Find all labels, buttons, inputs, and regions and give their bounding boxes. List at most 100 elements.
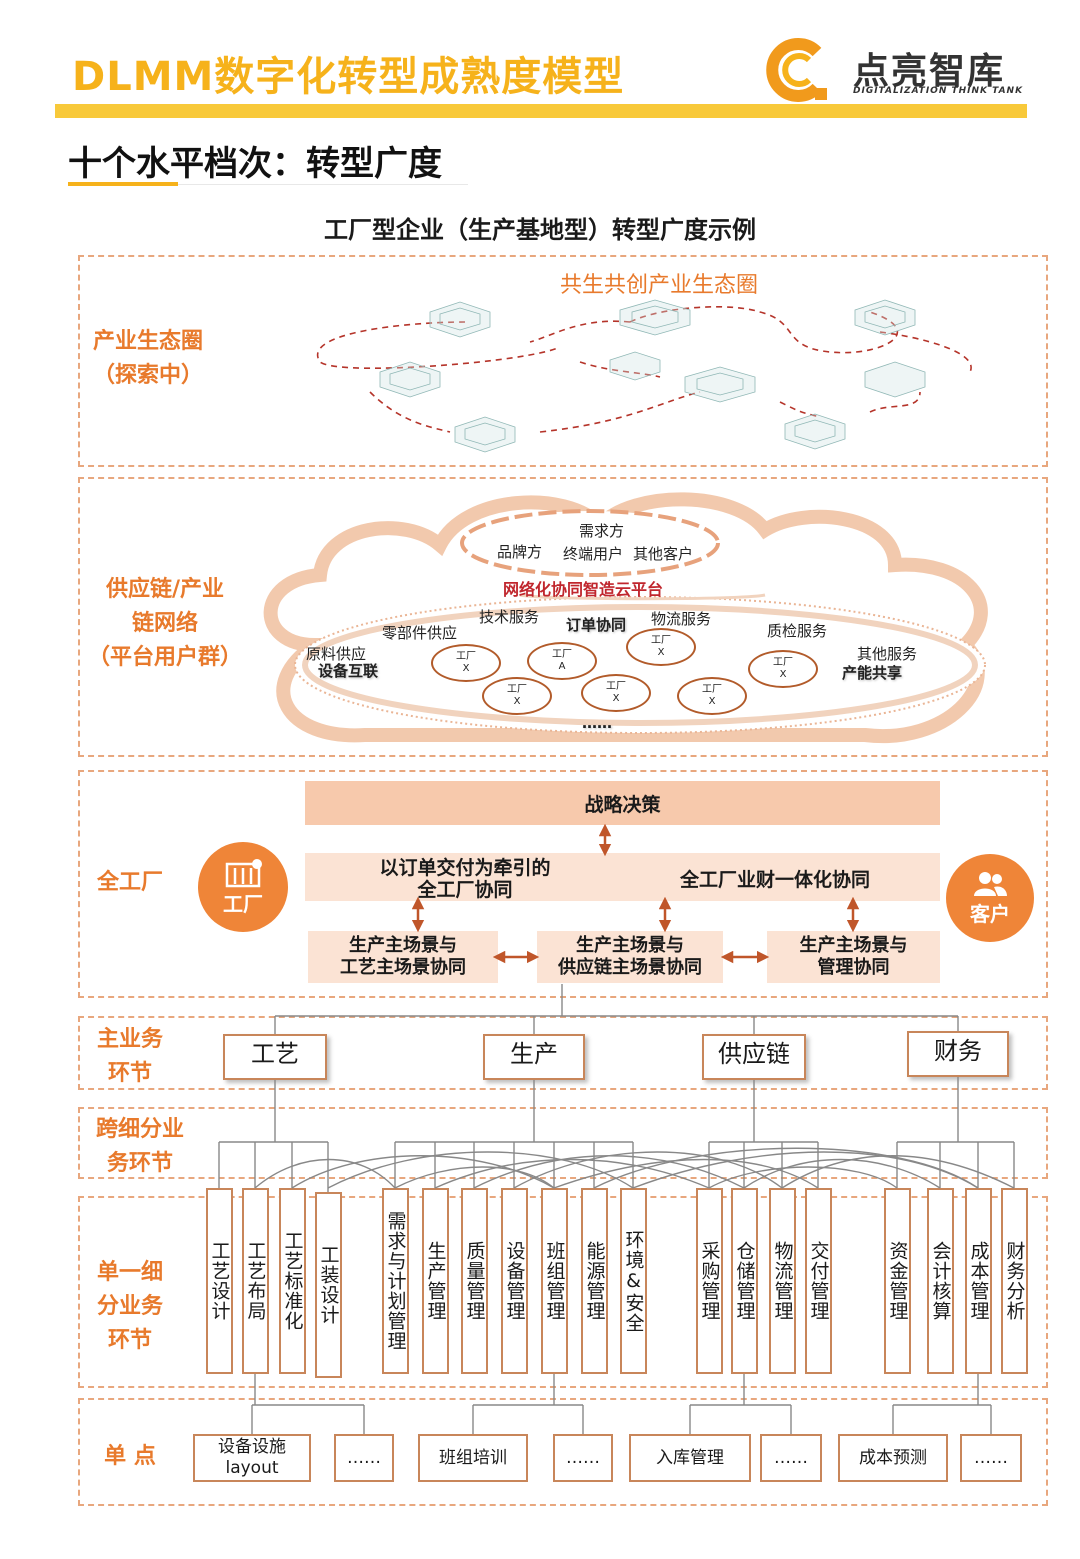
service-parts: 零部件供应 — [382, 624, 458, 642]
subtitle-divider — [178, 184, 468, 185]
point-item: …… — [334, 1434, 394, 1482]
order-collab-line1: 以订单交付为牵引的 — [379, 857, 551, 879]
order-collab-line2: 全工厂协同 — [417, 879, 513, 901]
logo-icon — [766, 38, 827, 102]
logo-text: 点亮智库 — [853, 51, 1006, 92]
service-raw: 原料供应 — [306, 645, 367, 663]
single-item: 资金管理 — [884, 1188, 911, 1374]
single-item: 环境&安全 — [620, 1188, 647, 1374]
main-item: 供应链 — [702, 1034, 806, 1080]
strategy-box: 战略决策 — [305, 781, 940, 825]
single-label-line3: 环节 — [107, 1328, 152, 1353]
cross-label: 跨细分业 务环节 — [80, 1113, 200, 1181]
sub2-line2: 供应链主场景协同 — [558, 957, 702, 978]
cloud-graphic — [263, 492, 988, 744]
logo: 点亮智库 DIGITALIZATION THINK TANK — [765, 38, 1030, 102]
service-other: 其他服务 — [857, 645, 918, 663]
collab-band — [305, 853, 940, 901]
ecosystem-title: 共生共创产业生态圈 — [560, 273, 759, 298]
header-bar — [55, 104, 1027, 118]
demand-brand: 品牌方 — [497, 543, 543, 561]
service-quality: 质检服务 — [767, 622, 828, 640]
main-business-label-line1: 主业务 — [96, 1027, 163, 1052]
main-business-label-line2: 环节 — [107, 1061, 152, 1086]
point-item: 班组培训 — [418, 1434, 528, 1482]
supply-chain-label: 供应链/产业 链网络 （平台用户群） — [80, 573, 250, 675]
point-item: 入库管理 — [629, 1434, 751, 1482]
single-item: 交付管理 — [805, 1188, 832, 1374]
single-label-line2: 分业务 — [96, 1294, 163, 1319]
ecosystem-network — [316, 299, 972, 453]
single-item: 工艺设计 — [206, 1188, 233, 1374]
point-item: 成本预测 — [838, 1434, 948, 1482]
sub2-line1: 生产主场景与 — [576, 935, 684, 956]
point-item: 设备设施 layout — [193, 1434, 311, 1482]
customer-circle-label: 客户 — [970, 901, 1010, 926]
diagram-title: 工厂型企业（生产基地型）转型广度示例 — [324, 216, 756, 244]
single-item: 能源管理 — [581, 1188, 608, 1374]
section-main-business — [78, 1016, 1048, 1090]
demand-end-user: 终端用户 — [563, 545, 624, 563]
ecosystem-label: 产业生态圈 （探索中） — [78, 325, 218, 393]
service-order: 订单协同 — [566, 616, 627, 634]
demand-other: 其他客户 — [633, 545, 694, 563]
factory-circle-label: 工厂 — [223, 891, 263, 916]
sub-scene-management: 生产主场景与 管理协同 — [767, 931, 940, 983]
sub1-line1: 生产主场景与 — [349, 935, 457, 956]
sub-scene-supply: 生产主场景与 供应链主场景协同 — [537, 931, 723, 983]
main-item: 生产 — [483, 1034, 585, 1080]
single-item: 工装设计 — [315, 1192, 342, 1378]
logo-subtext: DIGITALIZATION THINK TANK — [853, 86, 1024, 96]
single-item: 会计核算 — [927, 1188, 954, 1374]
demand-title: 需求方 — [579, 522, 625, 540]
main-business-label: 主业务 环节 — [80, 1023, 180, 1091]
single-label: 单一细 分业务 环节 — [80, 1256, 180, 1358]
main-item: 工艺 — [223, 1034, 327, 1080]
single-label-line1: 单一细 — [96, 1260, 163, 1285]
header-title: DLMM数字化转型成熟度模型 — [72, 54, 625, 100]
service-logistics: 物流服务 — [651, 610, 712, 628]
section-ecosystem: 共生共创产业生态圈 — [78, 255, 1048, 467]
finance-collab: 全工厂业财一体化协同 — [679, 868, 870, 891]
single-item: 质量管理 — [461, 1188, 488, 1374]
single-item: 成本管理 — [965, 1188, 992, 1374]
ecosystem-label-line2: （探索中） — [92, 363, 203, 388]
cross-label-line1: 跨细分业 — [95, 1117, 184, 1142]
ecosystem-label-line1: 产业生态圈 — [92, 329, 203, 354]
point-item: …… — [960, 1434, 1022, 1482]
single-item: 工艺布局 — [242, 1188, 269, 1374]
single-item: 班组管理 — [541, 1188, 568, 1374]
customer-circle: 客户 — [946, 854, 1034, 942]
service-device: 设备互联 — [318, 662, 379, 680]
service-tech: 技术服务 — [479, 608, 540, 626]
subtitle-underline — [68, 182, 178, 186]
platform-label: 网络化协同智造云平台 — [503, 580, 664, 599]
supply-label-line2: 链网络 — [131, 611, 198, 636]
page-subtitle: 十个水平档次：转型广度 — [68, 144, 442, 184]
sub3-line2: 管理协同 — [817, 957, 890, 978]
single-item: 仓储管理 — [731, 1188, 758, 1374]
service-more: …… — [582, 714, 612, 732]
point-item: …… — [553, 1434, 613, 1482]
supply-label-line3: （平台用户群） — [87, 645, 242, 670]
factory-building-icon — [225, 858, 262, 887]
points-label: 单 点 — [104, 1444, 156, 1469]
order-collab: 以订单交付为牵引的 全工厂协同 — [330, 857, 600, 901]
service-capacity: 产能共享 — [842, 664, 903, 682]
single-item: 财务分析 — [1001, 1188, 1028, 1374]
whole-factory-arrows — [411, 823, 860, 964]
section-cross-business — [78, 1107, 1048, 1179]
sub1-line2: 工艺主场景协同 — [340, 957, 466, 978]
single-item: 设备管理 — [501, 1188, 528, 1374]
single-item: 工艺标准化 — [279, 1188, 306, 1374]
single-item: 需求与计划管理 — [382, 1188, 409, 1374]
main-item: 财务 — [907, 1031, 1009, 1077]
